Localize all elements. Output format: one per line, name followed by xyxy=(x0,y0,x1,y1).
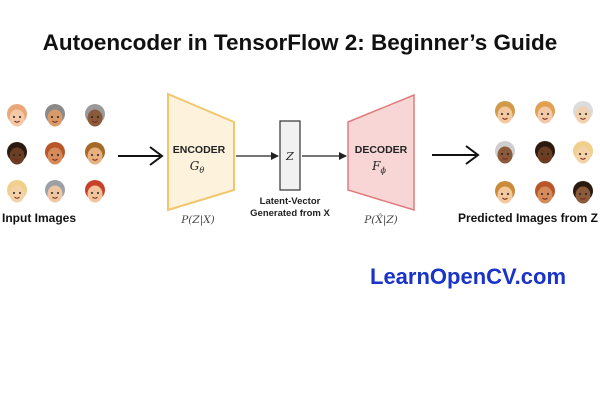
input-avatar-face xyxy=(85,180,105,203)
output-avatar-face xyxy=(573,181,593,204)
encoder-caption: P(Z|X) xyxy=(180,214,215,227)
input-avatar-face xyxy=(85,104,105,127)
output-avatar-face xyxy=(495,181,515,204)
output-avatar-grid xyxy=(495,101,593,204)
encoder-symbol: Gθ xyxy=(190,159,205,175)
input-arrow xyxy=(118,146,164,166)
output-arrow xyxy=(432,145,480,165)
input-avatar-face xyxy=(45,142,65,165)
input-avatar-face xyxy=(45,180,65,203)
output-avatar-face xyxy=(573,101,593,124)
input-avatar-face xyxy=(7,104,27,127)
brand-watermark: LearnOpenCV.com xyxy=(370,264,567,289)
predicted-images-label: Predicted Images from Z xyxy=(458,211,598,225)
page-title: Autoencoder in TensorFlow 2: Beginner’s … xyxy=(42,30,558,55)
latent-caption-line2: Generated from X xyxy=(250,208,330,219)
decoder-symbol: Fϕ xyxy=(371,159,386,175)
input-avatar-face xyxy=(7,142,27,165)
latent-caption-line1: Latent-Vector xyxy=(260,196,321,207)
output-avatar-face xyxy=(495,101,515,124)
encoder-label: ENCODER xyxy=(173,144,226,156)
input-images-label: Input Images xyxy=(2,211,76,225)
output-avatar-face xyxy=(573,141,593,164)
output-avatar-face xyxy=(535,141,555,164)
output-avatar-face xyxy=(495,141,515,164)
decoder-label: DECODER xyxy=(355,144,408,156)
input-avatar-face xyxy=(7,180,27,203)
encoder-block xyxy=(167,92,235,212)
input-avatar-face xyxy=(85,142,105,165)
input-avatar-grid xyxy=(7,104,105,203)
decoder-block xyxy=(347,93,415,212)
latent-symbol: Z xyxy=(285,150,294,163)
input-avatar-face xyxy=(45,104,65,127)
decoder-caption: P(X̂|Z) xyxy=(363,213,398,227)
output-avatar-face xyxy=(535,101,555,124)
output-avatar-face xyxy=(535,181,555,204)
latent-vector-block xyxy=(279,120,301,191)
